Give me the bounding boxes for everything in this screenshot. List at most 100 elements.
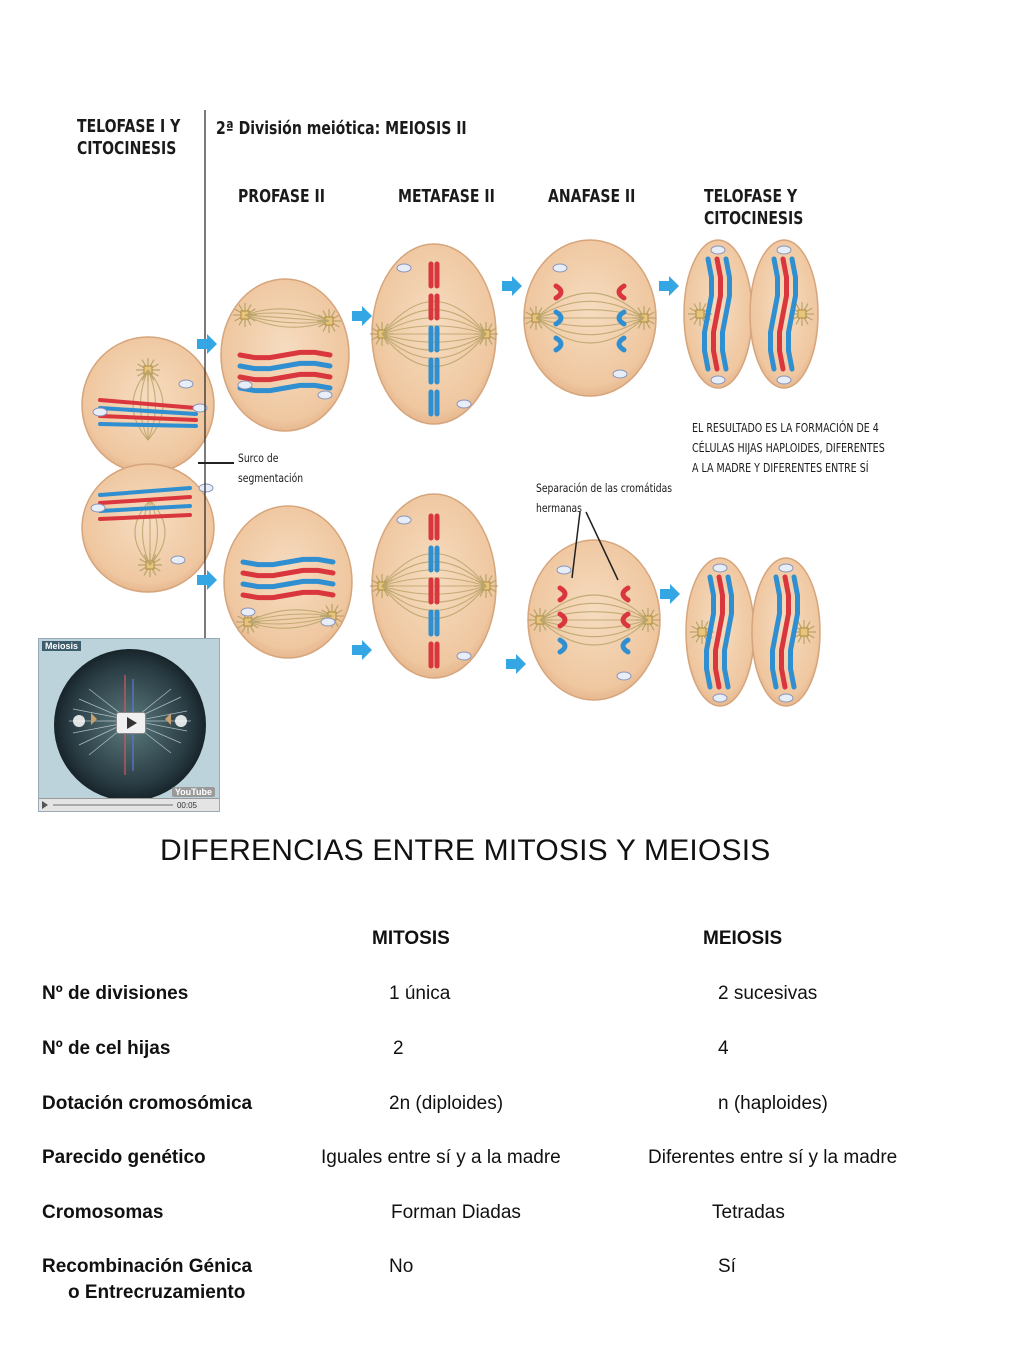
vesicle [776,245,792,255]
vesicle [616,671,632,681]
meiosis-diagram-graphic [81,110,821,707]
spindle-fiber [381,325,487,335]
table-row: Parecido genético Iguales entre sí y a l… [0,1147,1024,1177]
spindle-fiber [381,333,487,359]
row-label: Parecido genético [42,1147,206,1168]
row-meiosis-value: n (haploides) [718,1093,828,1114]
chromosome [240,589,336,601]
spindle-fiber [539,611,649,621]
video-control-bar[interactable]: 00:05 [39,798,219,811]
spindle-fiber [535,292,645,319]
row-mitosis-value: Iguales entre sí y a la madre [321,1147,561,1168]
table-row: Nº de divisiones 1 única 2 sucesivas [0,983,1024,1013]
centrosome [799,627,809,637]
chromatid [620,585,631,603]
meiosis-diagram: TELOFASE I Y CITOCINESIS 2ª División mei… [77,110,885,707]
table-title: DIFERENCIAS ENTRE MITOSIS Y MEIOSIS [160,834,771,867]
chromosome [237,360,333,372]
row-mitosis-value: Forman Diadas [391,1202,521,1223]
telofase-i-label: TELOFASE I Y CITOCINESIS [77,116,181,159]
vesicle [192,403,208,413]
spindle-fiber [381,553,487,587]
resultado-label: EL RESULTADO ES LA FORMACIÓN DE 4 CÉLULA… [692,420,885,475]
vesicle [710,245,726,255]
arrow-icon [352,640,372,660]
chromatid [553,309,564,327]
cell-telofase-ii-3 [685,557,755,707]
chromosome [768,256,780,372]
chromosome [722,574,734,690]
spindle-fiber [535,317,645,344]
cell-telofase-ii-1 [683,239,753,389]
cell-telofase-i-bottom [81,463,215,593]
spindle-fiber [539,594,649,621]
telofase-ii-label: TELOFASE Y CITOCINESIS [704,186,804,229]
cell-profase-ii-top [220,278,350,432]
centrosome [697,627,707,637]
spindle-fiber [244,308,330,322]
arrow-icon [197,334,217,354]
table-row: Cromosomas Forman Diadas Tetradas [0,1202,1024,1232]
spindle-fiber [539,619,649,646]
chromosome [770,574,782,690]
chromosome [702,256,714,372]
anafase-ii-label: ANAFASE II [548,186,636,207]
spindle-fiber [381,333,487,343]
spindle-fiber [244,314,330,324]
spindle-fiber [535,317,645,336]
spindle-fiber [539,619,649,629]
vesicle [776,375,792,385]
chromosome [720,256,732,372]
spindle-fiber [381,333,487,351]
cell-anafase-ii-top [523,239,657,397]
chromatid [620,611,631,629]
spindle-fiber [381,333,487,367]
row-label: Cromosomas [42,1202,164,1223]
cell-metafase-ii-top [370,243,498,425]
vesicle [556,565,572,575]
vesicle [240,607,256,617]
vesicle [710,375,726,385]
chromosome [98,495,192,505]
centrosome [695,309,705,319]
vesicle [90,503,106,513]
chromatid [557,611,568,629]
arrow-icon [506,654,526,674]
chromatid [616,335,627,353]
spindle-fiber [381,585,487,603]
chromosome [98,486,192,497]
play-icon[interactable] [116,712,146,734]
video-time: 00:05 [176,801,197,810]
row-label: Recombinación Génica [42,1256,253,1277]
cell-telofase-ii-2 [749,239,819,389]
vesicle [317,390,333,400]
vesicle [552,263,568,273]
row-mitosis-value: 2 [393,1038,404,1059]
row-label: Dotación cromosómica [42,1093,253,1114]
table-row: Dotación cromosómica 2n (diploides) n (h… [0,1093,1024,1123]
table-row: Recombinación Génica o Entrecruzamiento … [0,1256,1024,1312]
chromosome [98,504,192,513]
spindle-fiber [247,615,333,625]
video-play-small-icon[interactable] [42,801,48,809]
arrow-icon [502,276,522,296]
row-meiosis-value: 4 [718,1038,729,1059]
spindle-fiber [134,499,151,566]
spindle-fiber [539,619,649,638]
youtube-logo: YouTube [171,787,215,797]
chromatid [553,283,564,301]
chromosome [98,398,198,410]
separacion-label: Separación de las cromátidas hermanas [536,481,673,515]
chromosome [240,578,336,590]
vesicle [712,563,728,573]
chromatid [557,585,568,603]
surco-label: Surco de segmentación [238,451,304,485]
chromosome [704,574,716,690]
spindle-fiber [539,602,649,621]
spindle-fiber [381,561,487,587]
row-meiosis-value: Tetradas [712,1202,785,1223]
video-thumbnail[interactable]: Meiosis YouTube 00:05 [38,638,220,812]
row-meiosis-value: Sí [718,1256,736,1277]
profase-ii-label: PROFASE II [238,186,325,207]
video-progress-track[interactable] [53,804,173,806]
